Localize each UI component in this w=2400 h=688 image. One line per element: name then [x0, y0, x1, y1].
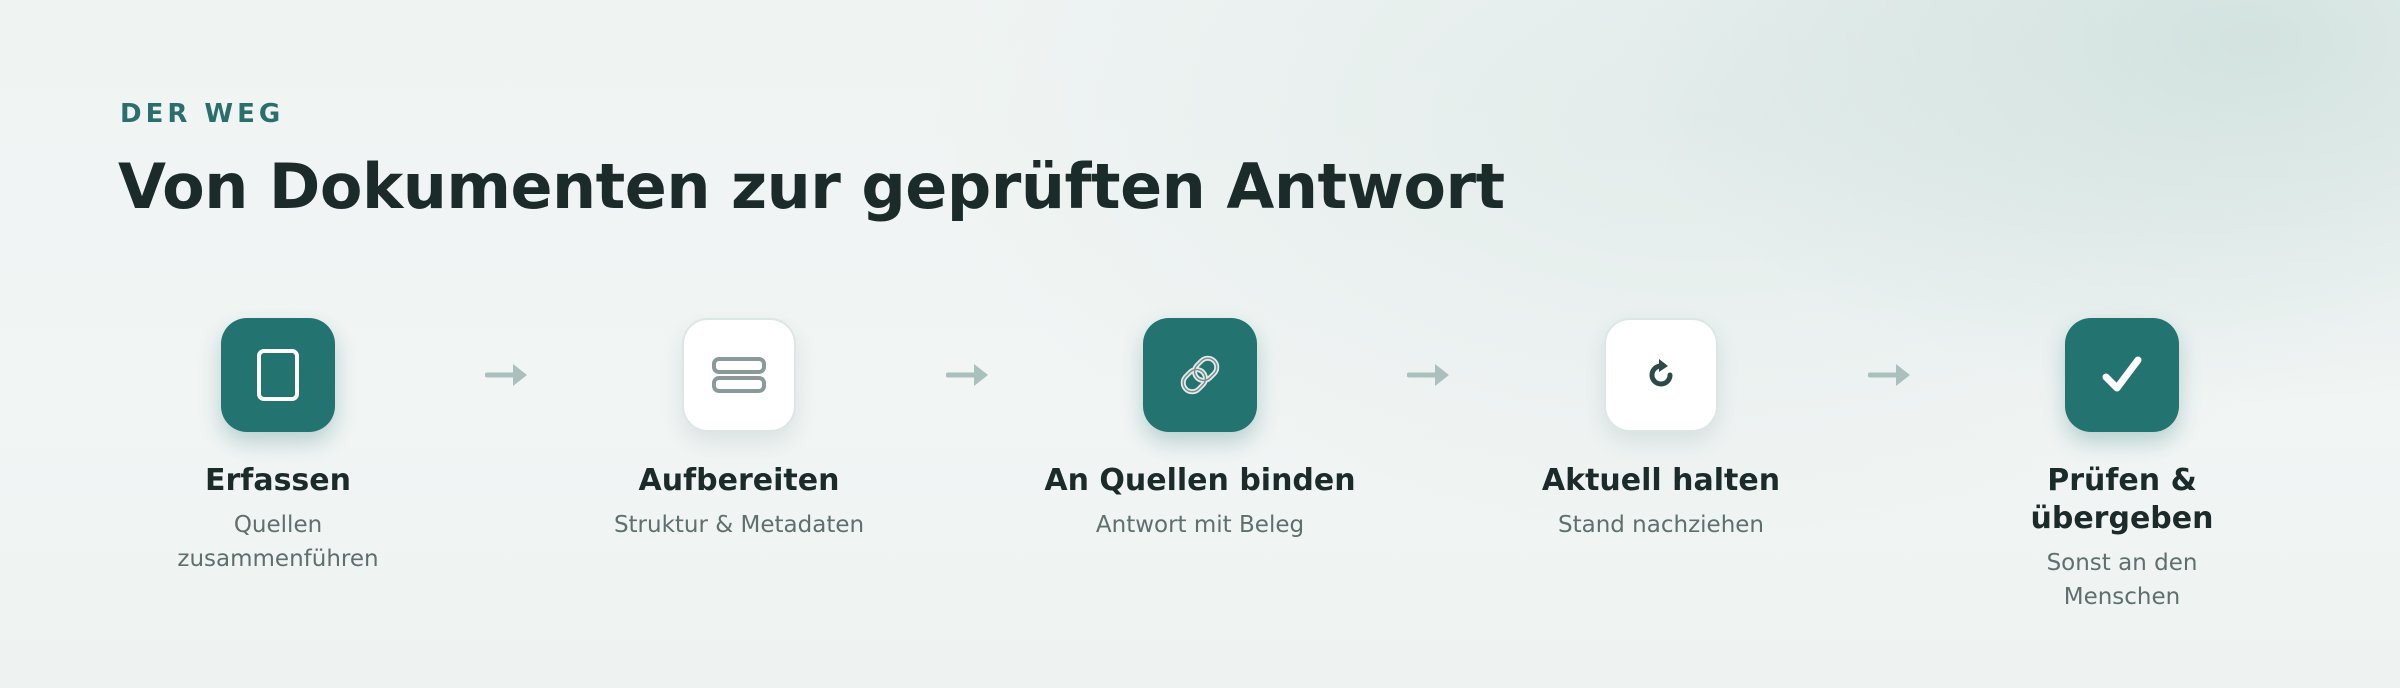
step-icon-box [2065, 318, 2179, 432]
process-steps: Erfassen Quellen zusammenführen Aufberei… [0, 318, 2400, 638]
step-icon-box [1143, 318, 1257, 432]
step-pruefen-uebergeben: Prüfen & übergeben Sonst an den Menschen [1942, 318, 2302, 614]
step-aktuell-halten: Aktuell halten Stand nachziehen [1481, 318, 1841, 542]
step-subtitle: Stand nachziehen [1481, 508, 1841, 542]
step-subtitle: Sonst an den Menschen [1942, 546, 2302, 614]
step-title: Erfassen [204, 463, 351, 498]
stack-icon [712, 357, 766, 393]
step-icon-box [682, 318, 796, 432]
step-title-line: Prüfen & [2047, 463, 2197, 498]
step-title: An Quellen binden [1044, 463, 1356, 498]
page-title: Von Dokumenten zur geprüften Antwort [118, 150, 1505, 223]
step-an-quellen-binden: An Quellen binden Antwort mit Beleg [1020, 318, 1380, 542]
step-subtitle: Antwort mit Beleg [1020, 508, 1380, 542]
step-subtitle-line: zusammenführen [177, 546, 379, 572]
step-icon-box [221, 318, 335, 432]
step-icon-box [1604, 318, 1718, 432]
step-erfassen: Erfassen Quellen zusammenführen [98, 318, 458, 576]
arrow-right-icon [485, 364, 527, 386]
arrow-right-icon [1868, 364, 1910, 386]
step-subtitle-line: Sonst an den [2046, 550, 2198, 576]
step-aufbereiten: Aufbereiten Struktur & Metadaten [559, 318, 919, 542]
step-subtitle: Struktur & Metadaten [559, 508, 919, 542]
step-subtitle-line: Quellen [233, 512, 323, 538]
step-title: Aktuell halten [1541, 463, 1781, 498]
step-subtitle-line: Menschen [2063, 584, 2181, 610]
step-subtitle: Quellen zusammenführen [98, 508, 458, 576]
step-title: Prüfen & übergeben [1942, 462, 2302, 538]
step-title: Aufbereiten [638, 463, 840, 498]
step-title-line: übergeben [2030, 501, 2214, 536]
arrow-right-icon [1407, 364, 1449, 386]
step-subtitle-line: Stand nachziehen [1557, 512, 1764, 538]
step-subtitle-line: Antwort mit Beleg [1095, 512, 1305, 538]
step-subtitle-line: Struktur & Metadaten [613, 512, 865, 538]
eyebrow-label: DER WEG [120, 99, 285, 129]
arrow-right-icon [946, 364, 988, 386]
checkmark-icon [2102, 356, 2142, 392]
document-icon [257, 349, 299, 401]
refresh-icon [1649, 359, 1673, 387]
link-icon [1180, 355, 1220, 395]
